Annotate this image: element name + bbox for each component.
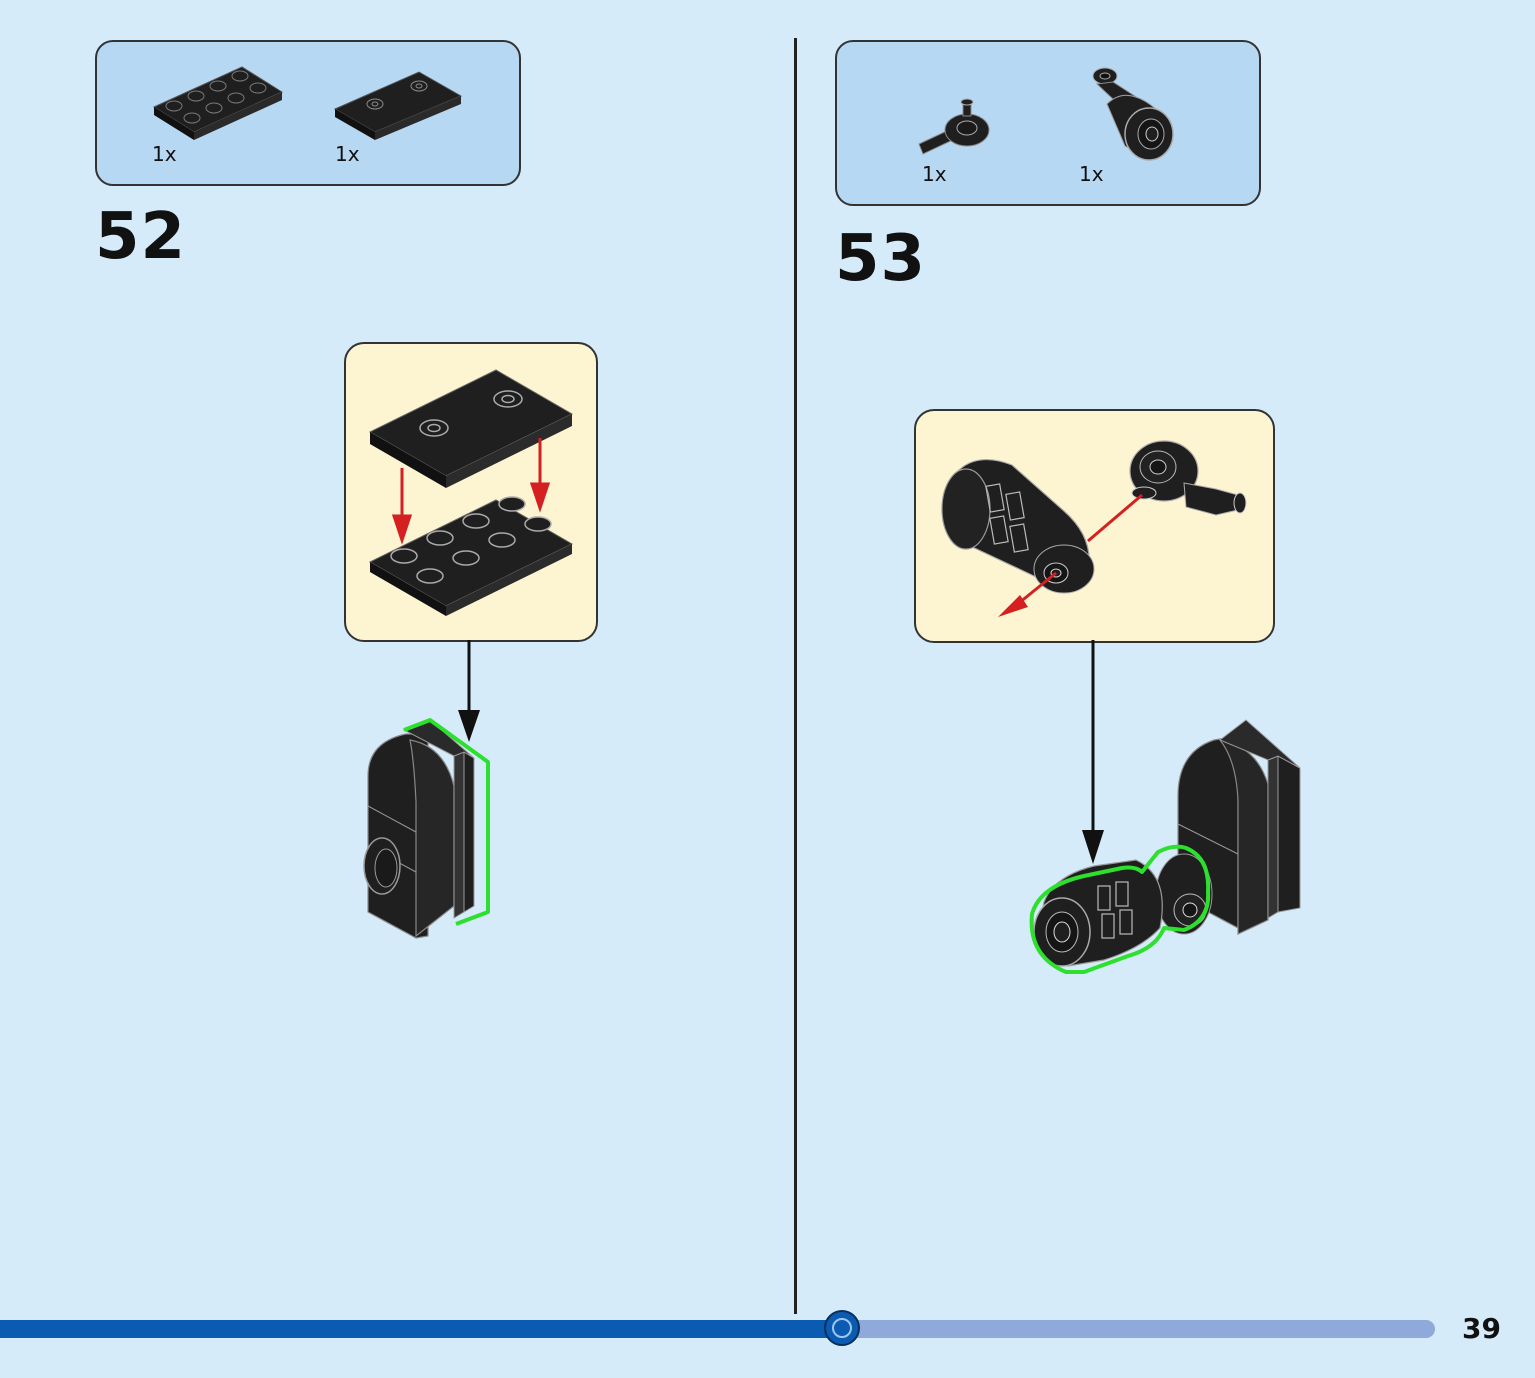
- progress-bar: [0, 1310, 1435, 1346]
- build-result-step-52: [363, 718, 490, 939]
- step-divider: [794, 38, 797, 1314]
- sub-assembly-callout-step-52: [344, 342, 598, 642]
- progress-indicator: [824, 1310, 860, 1346]
- part-quantity: 1x: [152, 142, 177, 166]
- part-quantity: 1x: [922, 162, 947, 186]
- page-number: 39: [1462, 1312, 1501, 1345]
- assembly-arrow: [1082, 640, 1104, 864]
- part-quantity: 1x: [335, 142, 360, 166]
- step-number: 53: [835, 222, 927, 296]
- part-quantity: 1x: [1079, 162, 1104, 186]
- step-number: 52: [95, 200, 187, 274]
- plate-2x4-icon: [152, 66, 284, 140]
- parts-list-step-52: 1x 1x: [95, 40, 521, 186]
- parts-list-step-53: 1x 1x: [835, 40, 1261, 206]
- jumper-plate-2x4-icon: [333, 71, 463, 140]
- assembly-arrow: [458, 640, 480, 742]
- progress-bar-fill: [0, 1320, 842, 1338]
- build-result-step-53: [1029, 719, 1301, 974]
- engine-cylinder-icon: [1092, 67, 1174, 161]
- sub-assembly-callout-step-53: [914, 409, 1275, 643]
- plate-assembly-illustration: [368, 369, 574, 616]
- ball-joint-connector-icon: [918, 98, 990, 155]
- cylinder-assembly-illustration: [941, 440, 1247, 617]
